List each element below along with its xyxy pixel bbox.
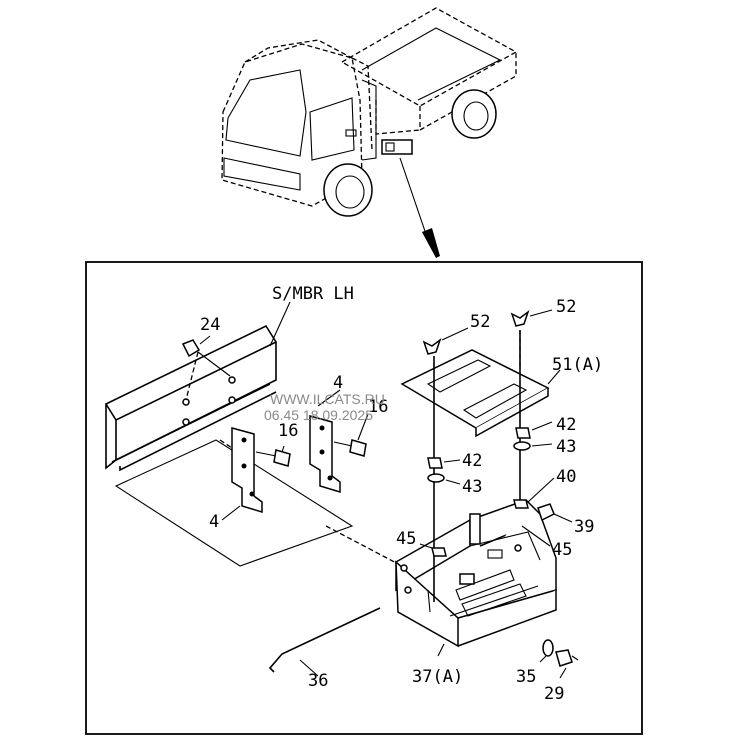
bolt-29 (555, 649, 579, 679)
nut-40 (513, 477, 555, 509)
bracket-4-upper (309, 389, 341, 494)
battery-tray-37a (395, 499, 557, 657)
bolt-24 (181, 335, 231, 401)
label-part-52-left: 52 (470, 312, 490, 332)
clip-45-left (419, 543, 447, 557)
label-part-29: 29 (544, 684, 564, 704)
watermark-timestamp: 06.45 18.09.2025 (264, 407, 373, 423)
wing-nut-52-right (510, 309, 553, 508)
bolt-16-right (333, 413, 369, 457)
label-part-35: 35 (516, 667, 536, 687)
nut-42-left (427, 457, 461, 469)
label-part-51a: 51(A) (552, 355, 603, 375)
detail-frame (85, 261, 643, 735)
label-part-45-left: 45 (396, 529, 416, 549)
nut-42-right (515, 421, 553, 439)
bolt-16-left (255, 445, 291, 467)
label-part-39: 39 (574, 517, 594, 537)
nut-39 (537, 503, 573, 523)
label-part-45-right: 45 (552, 540, 572, 560)
clip-45-right (521, 525, 551, 547)
label-part-37a: 37(A) (412, 667, 463, 687)
label-part-40: 40 (556, 467, 576, 487)
label-part-4-lower: 4 (209, 512, 219, 532)
side-member-lh (104, 301, 354, 567)
label-part-42-left: 42 (462, 451, 482, 471)
label-smbr-lh: S/MBR LH (272, 284, 354, 304)
label-part-24: 24 (200, 315, 220, 335)
washer-43-right (513, 441, 553, 451)
label-part-16-left: 16 (278, 421, 298, 441)
label-part-4-upper: 4 (333, 373, 343, 393)
label-part-52-right: 52 (556, 297, 576, 317)
label-part-36: 36 (308, 671, 328, 691)
label-part-42-right: 42 (556, 415, 576, 435)
label-part-43-left: 43 (462, 477, 482, 497)
hold-down-bracket-51a (400, 349, 561, 438)
rod-36 (268, 525, 403, 677)
bracket-4-lower (219, 427, 263, 521)
truck-overview-illustration (221, 7, 518, 258)
washer-35 (539, 639, 554, 663)
watermark-site: WWW.ILCATS.RU (270, 391, 385, 407)
label-part-16-right: 16 (368, 397, 388, 417)
label-part-43-right: 43 (556, 437, 576, 457)
washer-43-left (427, 473, 461, 485)
